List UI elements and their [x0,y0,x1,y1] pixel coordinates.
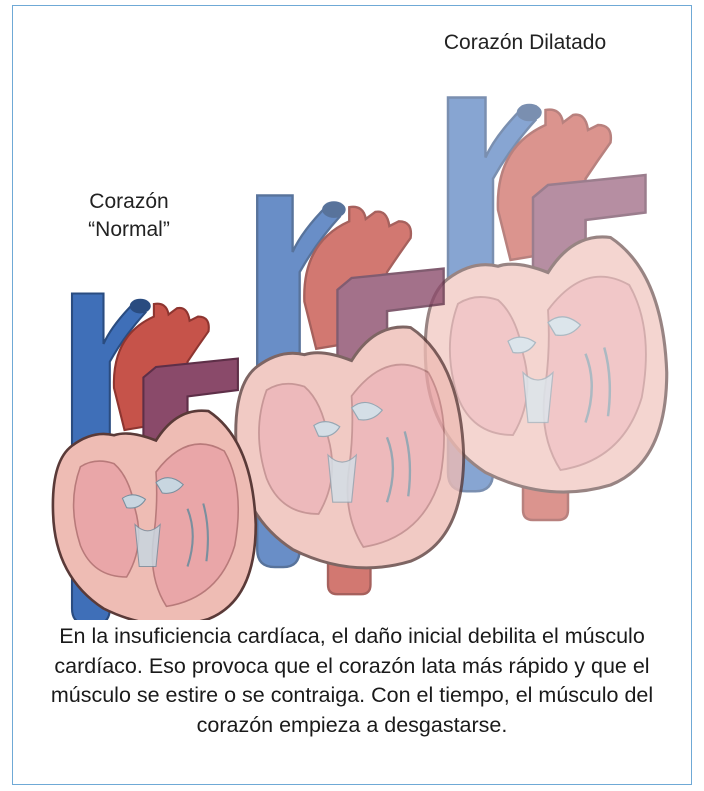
dilated-heart-label: Corazón Dilatado [410,29,640,57]
normal-heart-label: Corazón “Normal” [64,188,194,244]
normal-heart-label-line2: “Normal” [64,216,194,244]
caption-text: En la insuficiencia cardíaca, el daño in… [40,622,664,740]
normal-heart-label-line1: Corazón [64,188,194,216]
normal-heart [53,294,256,621]
middle-heart [236,195,464,594]
heart-illustration [0,0,704,620]
